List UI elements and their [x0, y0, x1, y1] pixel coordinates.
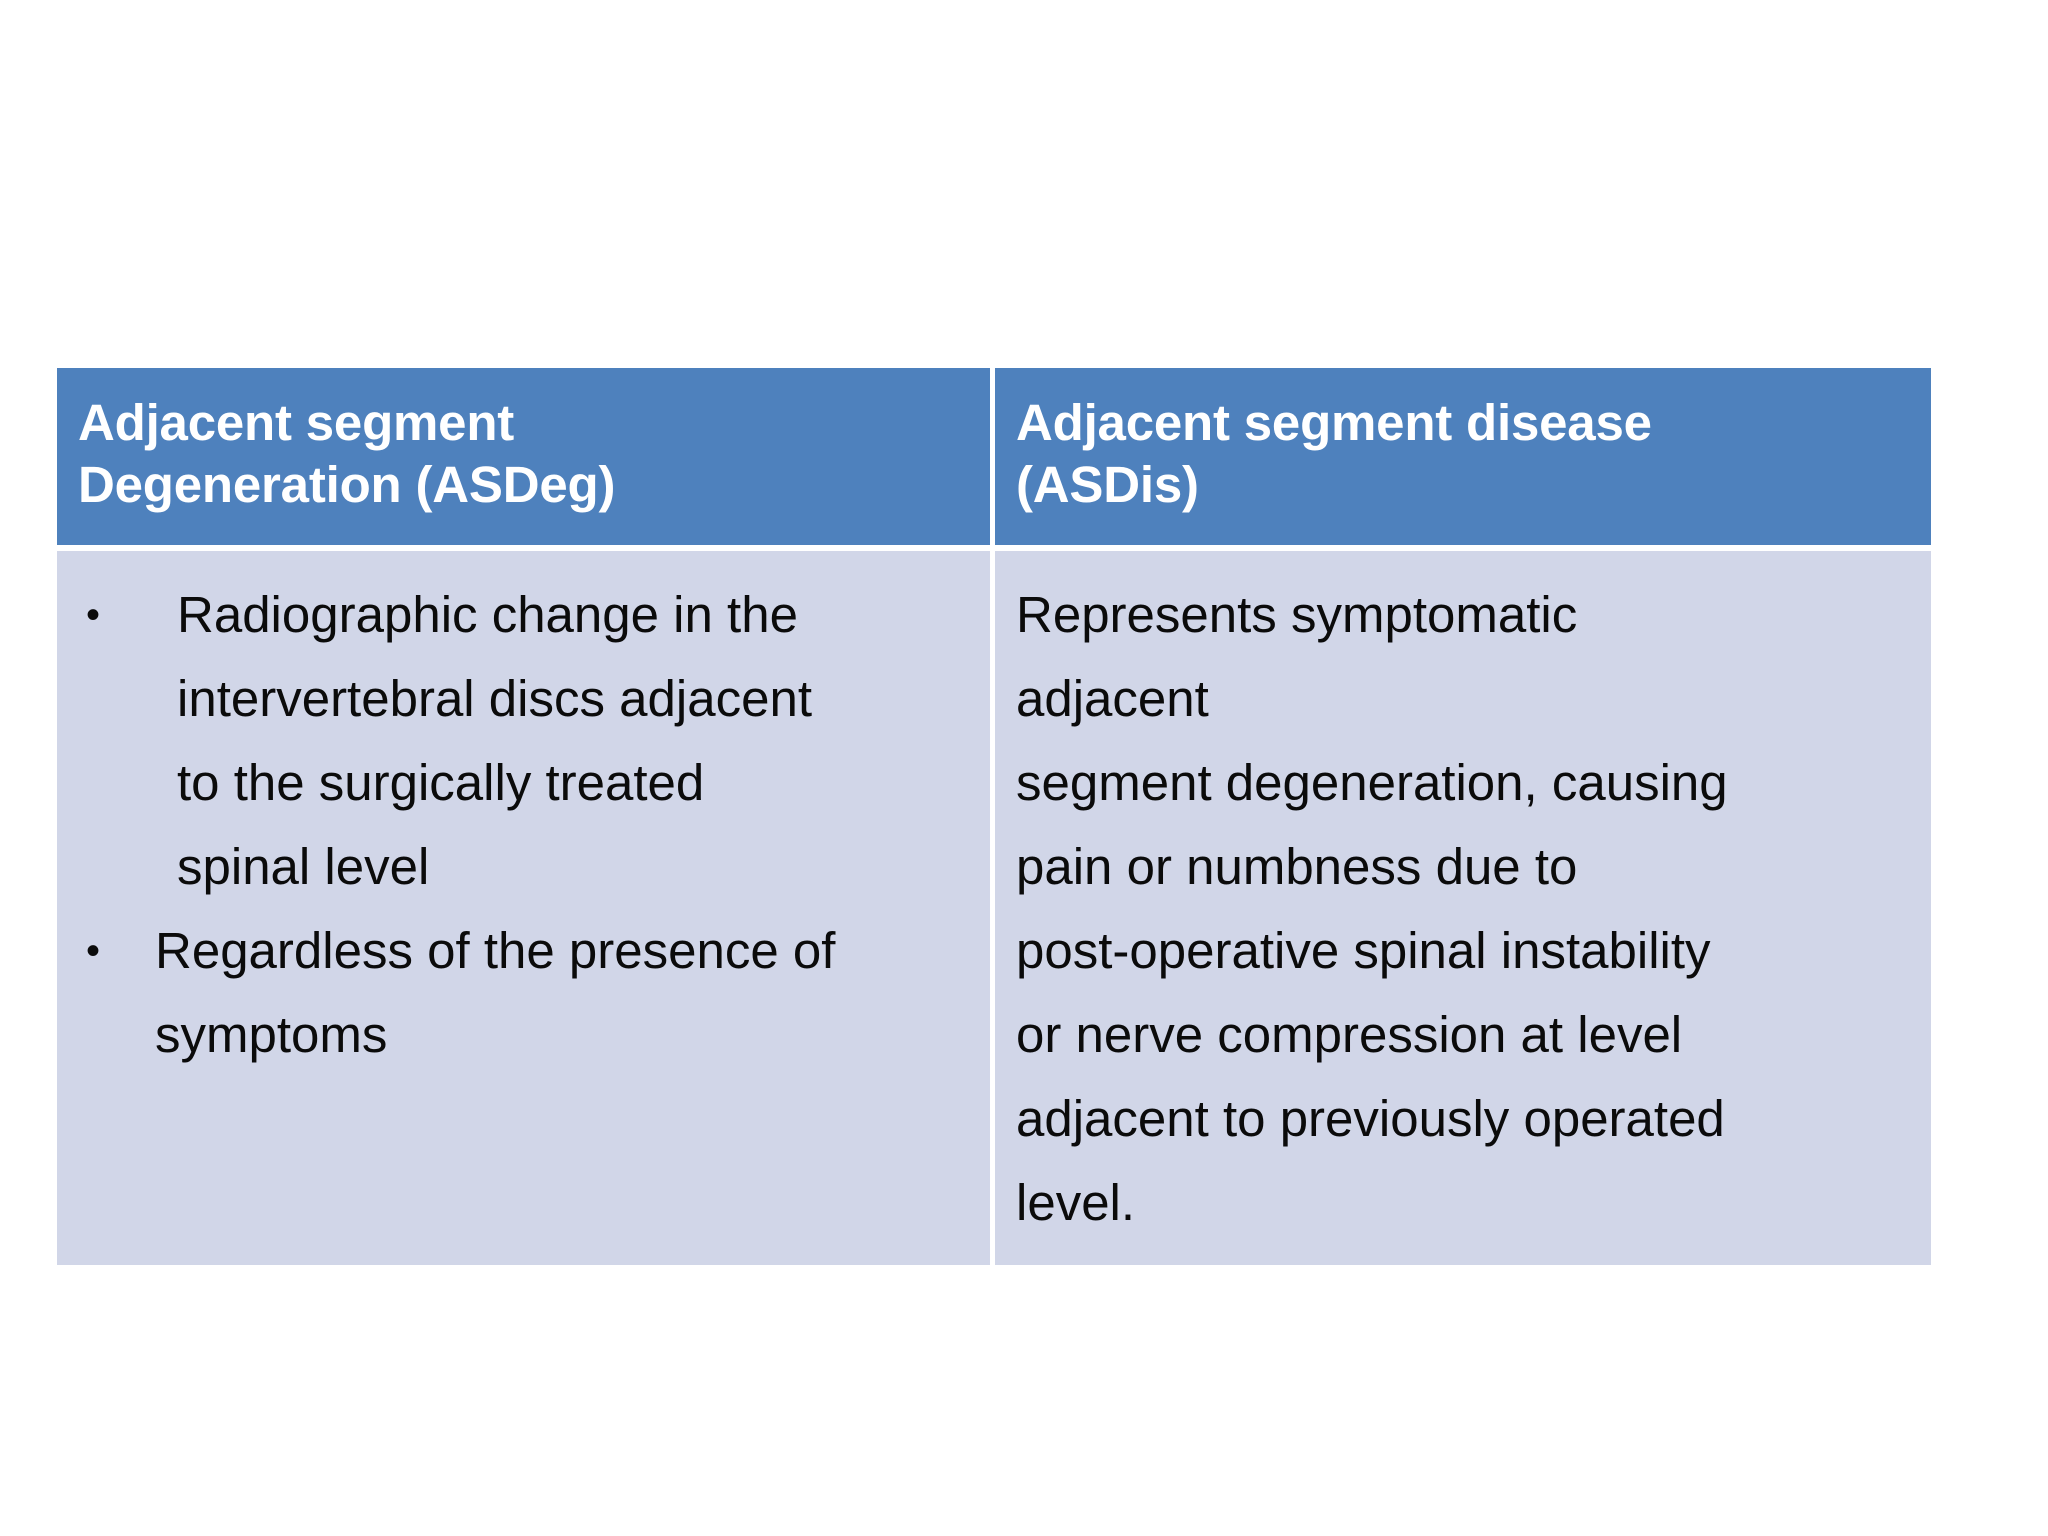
asdeg-bullet-list: • Radiographic change in the interverteb…: [57, 573, 970, 1077]
column-header-asdeg: Adjacent segment Degeneration (ASDeg): [57, 368, 995, 551]
paragraph-line: segment degeneration, causing: [1016, 754, 1728, 811]
list-item-line: spinal level: [177, 838, 430, 895]
list-item-line: Radiographic change in the: [177, 586, 798, 643]
paragraph-line: adjacent: [1016, 670, 1209, 727]
cell-asdeg-definition: • Radiographic change in the interverteb…: [57, 551, 995, 1265]
column-header-asdeg-line-1: Adjacent segment: [78, 394, 515, 451]
list-item: • Regardless of the presence of symptoms: [57, 909, 970, 1077]
paragraph-line: Represents symptomatic: [1016, 586, 1578, 643]
bullet-point-icon: •: [86, 593, 101, 637]
table-body-row: • Radiographic change in the interverteb…: [57, 551, 1931, 1265]
column-header-asdis-line-2: (ASDis): [1016, 456, 1199, 514]
asdis-paragraph: Represents symptomatic adjacent segment …: [995, 573, 1911, 1245]
list-item-line: symptoms: [155, 1006, 388, 1063]
paragraph-line: adjacent to previously operated: [1016, 1090, 1725, 1147]
list-item: • Radiographic change in the interverteb…: [57, 573, 970, 909]
column-header-asdeg-line-2: Degeneration (ASDeg): [78, 456, 616, 514]
list-item-line: intervertebral discs adjacent: [177, 670, 812, 727]
list-item-line: to the surgically treated: [177, 754, 705, 811]
paragraph-line: or nerve compression at level: [1016, 1006, 1683, 1063]
column-header-asdis: Adjacent segment disease (ASDis): [995, 368, 1931, 551]
paragraph-line: post-operative spinal instability: [1016, 922, 1711, 979]
cell-asdis-definition: Represents symptomatic adjacent segment …: [995, 551, 1931, 1265]
column-header-asdis-line-1: Adjacent segment disease: [1016, 394, 1652, 451]
list-item-line: Regardless of the presence of: [155, 922, 836, 979]
comparison-table: Adjacent segment Degeneration (ASDeg) Ad…: [57, 368, 1931, 1265]
paragraph-line: level.: [1016, 1174, 1136, 1231]
bullet-point-icon: •: [86, 929, 101, 973]
table-header-row: Adjacent segment Degeneration (ASDeg) Ad…: [57, 368, 1931, 551]
paragraph-line: pain or numbness due to: [1016, 838, 1578, 895]
